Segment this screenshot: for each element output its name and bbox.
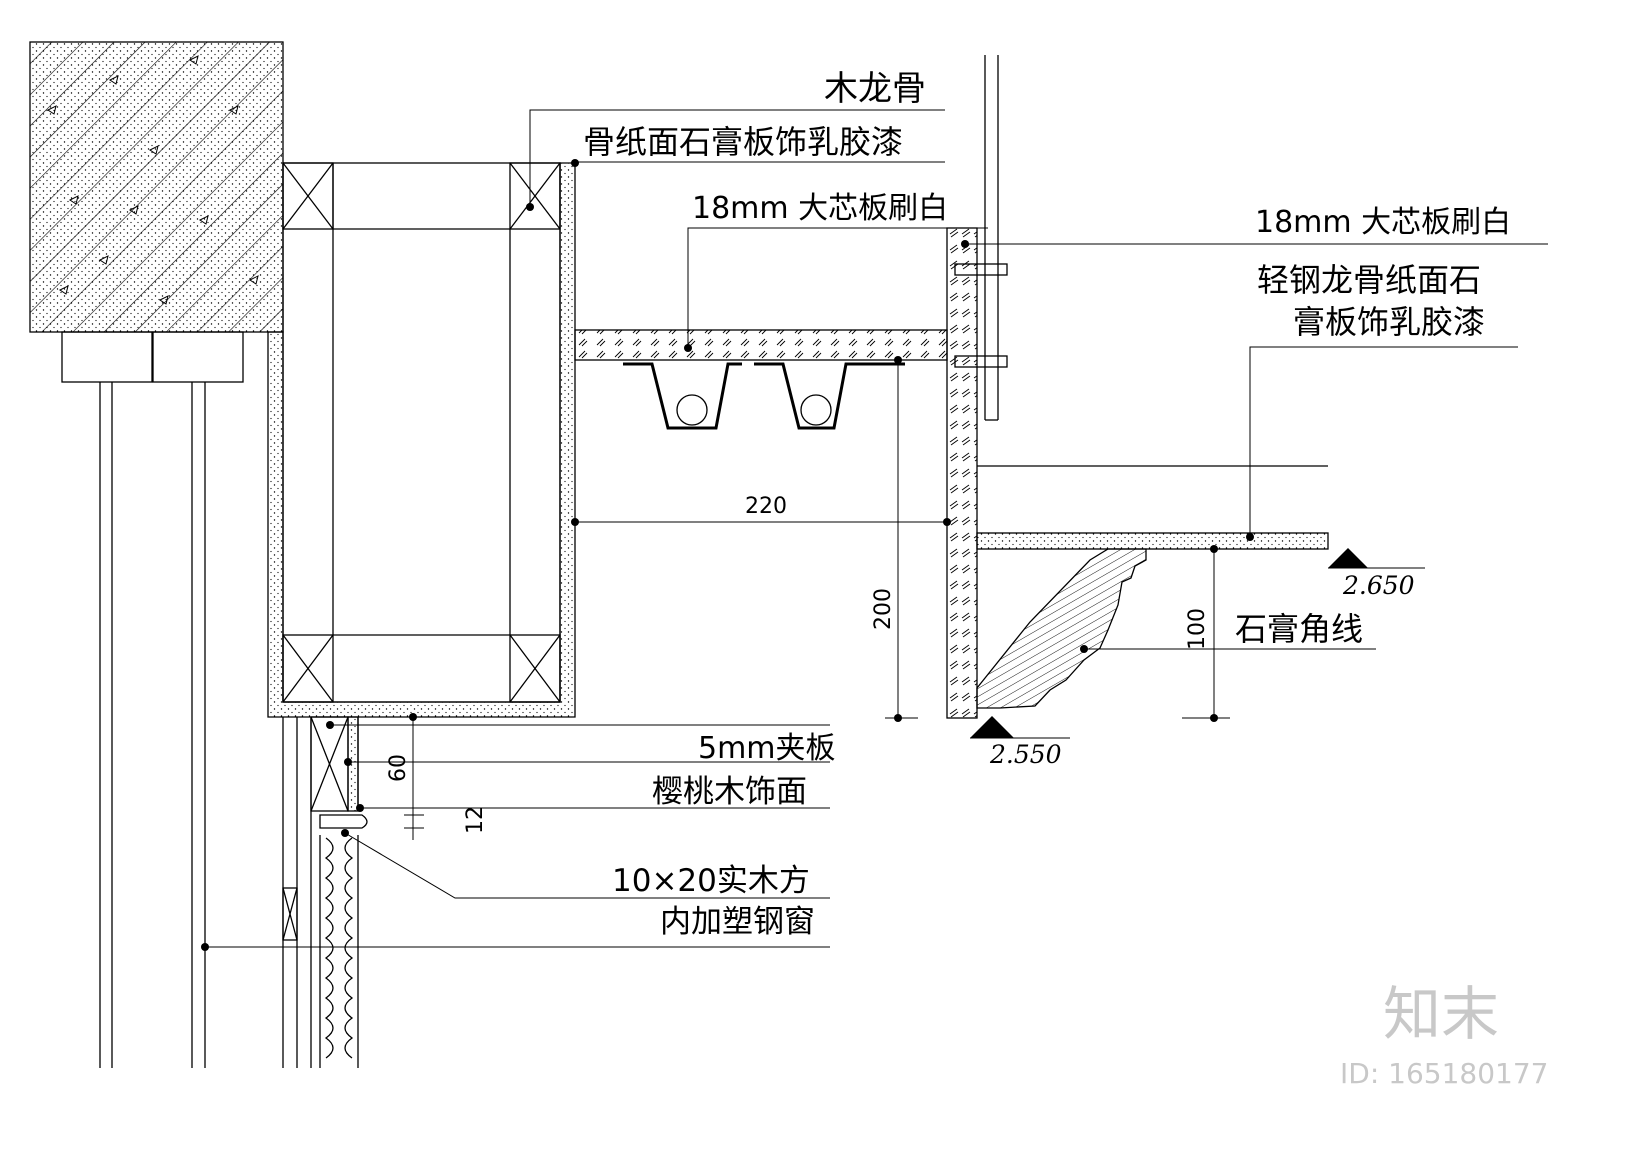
level-marker-upper: 2.650	[1328, 548, 1425, 600]
dimension-100: 100	[1182, 545, 1230, 722]
curtain-box-frame	[282, 162, 561, 703]
leader-dots	[201, 159, 1254, 951]
core-board-horizontal	[574, 329, 948, 361]
dimension-200: 200	[871, 356, 918, 722]
core-board-vertical	[946, 227, 978, 719]
dimension-100-text: 100	[1185, 608, 1210, 650]
dimension-200-text: 200	[871, 588, 896, 630]
window-assembly	[282, 716, 368, 1068]
label-plastic-steel-window: 内加塑钢窗	[660, 904, 815, 940]
ceiling-gypsum-board	[976, 532, 1329, 550]
dimension-12-text: 12	[463, 806, 488, 834]
leader-lines	[205, 109, 1548, 948]
curtain-track	[623, 362, 905, 430]
label-plywood-5mm: 5mm夹板	[698, 731, 836, 766]
watermark-id: ID: 165180177	[1340, 1057, 1548, 1090]
label-core-board-left: 18mm 大芯板刷白	[692, 191, 948, 226]
label-core-board-right: 18mm 大芯板刷白	[1255, 205, 1511, 240]
label-light-steel-2: 膏板饰乳胶漆	[1293, 303, 1485, 341]
label-light-steel-1: 轻钢龙骨纸面石	[1257, 261, 1481, 299]
dimension-220: 220	[571, 494, 951, 526]
label-wood-keel: 木龙骨	[824, 69, 926, 109]
label-gypsum-board-latex: 骨纸面石膏板饰乳胶漆	[583, 123, 903, 161]
watermark-brand: 知末	[1383, 980, 1499, 1048]
label-gypsum-cornice: 石膏角线	[1235, 610, 1363, 648]
concrete-wall	[29, 41, 284, 333]
dimension-220-text: 220	[745, 494, 787, 519]
label-timber-10x20: 10×20实木方	[612, 863, 810, 899]
light-steel-keel	[954, 55, 1328, 467]
level-upper-text: 2.650	[1342, 571, 1415, 600]
gypsum-cornice	[976, 548, 1147, 709]
gypsum-board-shell	[267, 162, 576, 718]
dimension-60-12: 60 12	[386, 713, 488, 840]
level-marker-lower: 2.550	[970, 716, 1070, 769]
dimension-60-text: 60	[386, 754, 411, 782]
window-head-blocks	[61, 331, 244, 1068]
level-lower-text: 2.550	[989, 740, 1062, 769]
label-cherry-veneer: 樱桃木饰面	[652, 774, 807, 810]
